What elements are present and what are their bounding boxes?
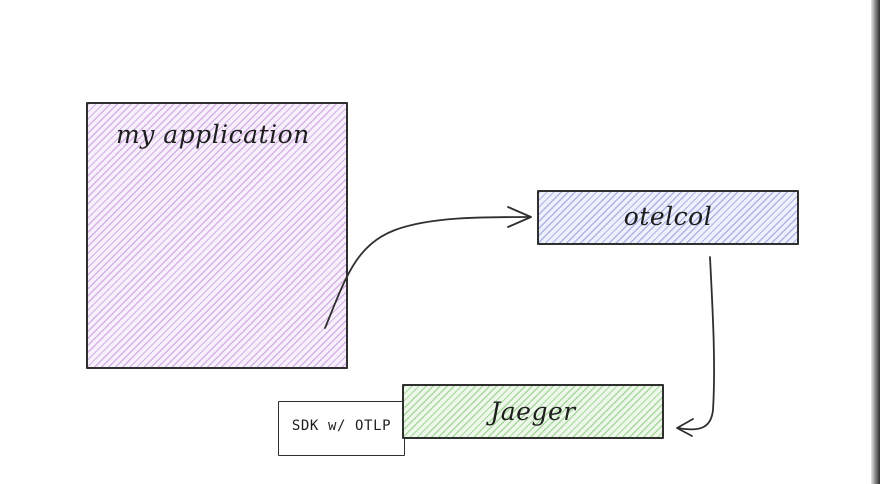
jaeger-node[interactable]: Jaeger — [402, 384, 664, 439]
otelcol-node[interactable]: otelcol — [537, 190, 799, 245]
sdk-label: SDK w/ OTLP — [291, 418, 392, 434]
application-node[interactable]: my application SDK w/ OTLP — [86, 102, 405, 456]
otelcol-label: otelcol — [623, 202, 713, 231]
window-edge — [871, 0, 880, 484]
sdk-to-otelcol-arrowhead — [507, 206, 532, 228]
otelcol-to-jaeger-arrow — [677, 256, 715, 431]
jaeger-label: Jaeger — [490, 397, 576, 426]
sdk-to-otelcol-arrow — [324, 216, 531, 329]
application-label: my application — [116, 120, 310, 149]
sdk-node[interactable]: SDK w/ OTLP — [278, 401, 405, 456]
otelcol-to-jaeger-arrowhead — [676, 418, 694, 437]
